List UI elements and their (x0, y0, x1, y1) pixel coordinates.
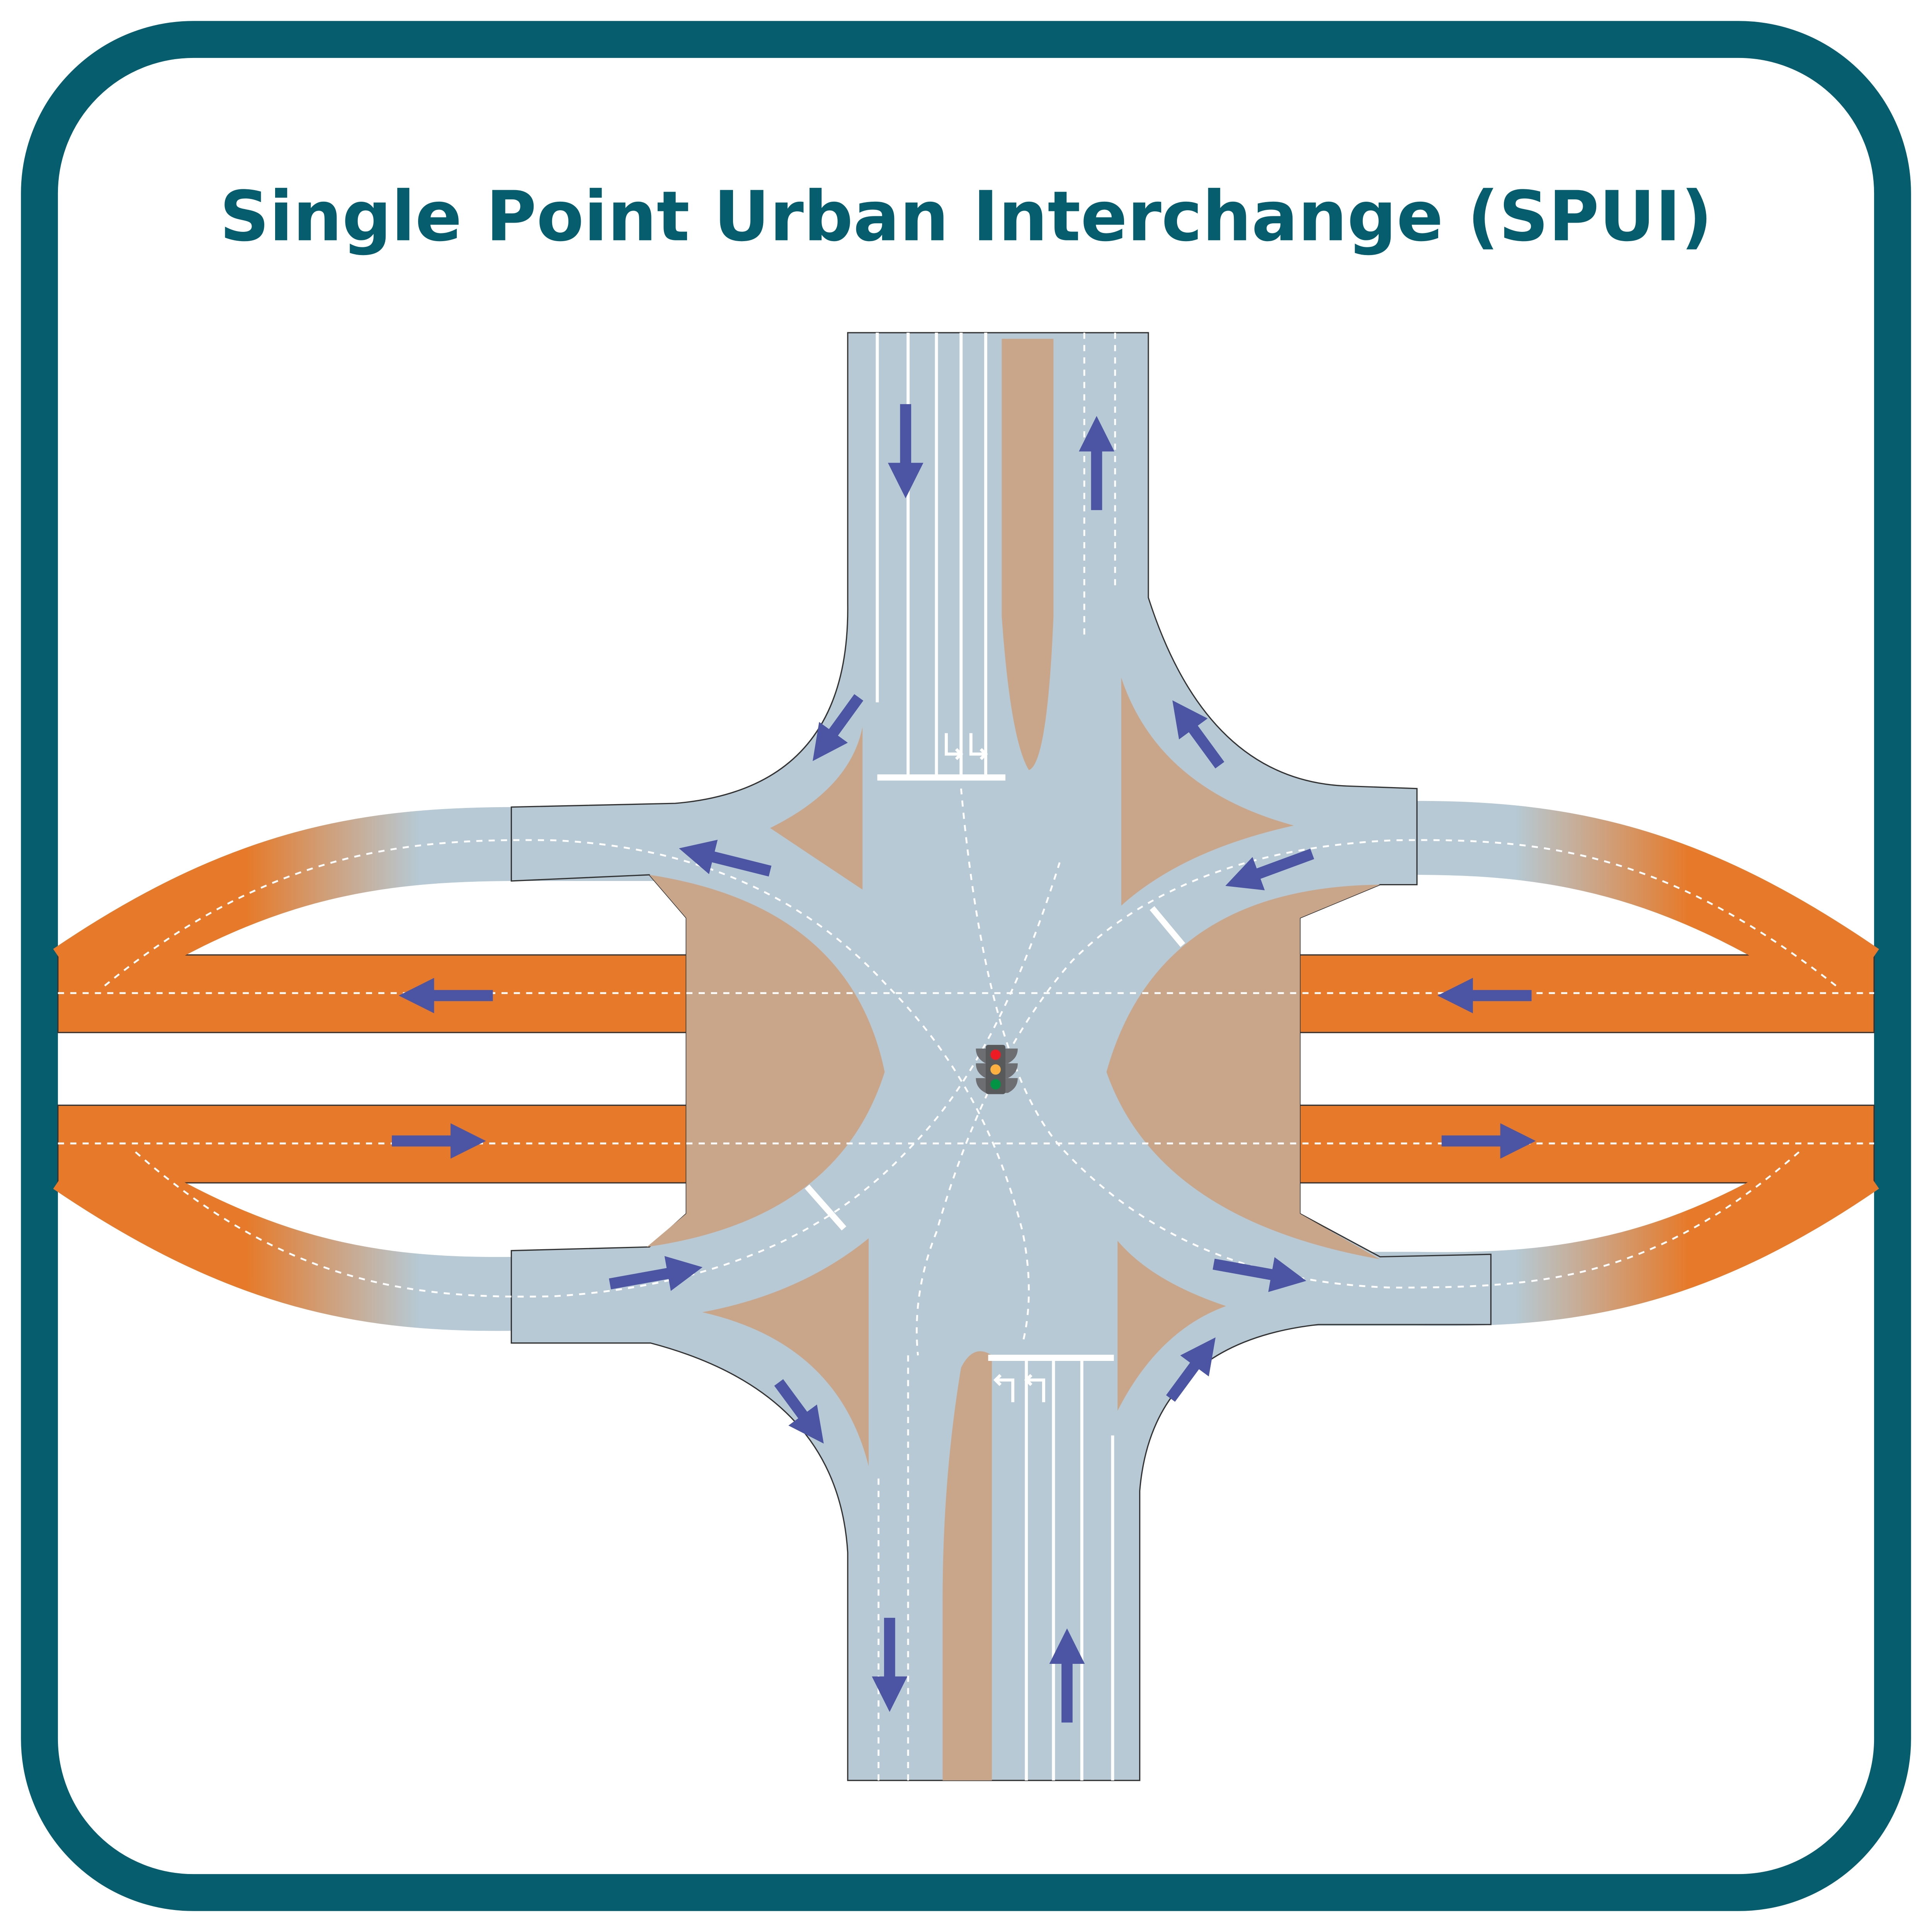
ramp-southwest (53, 1128, 690, 1331)
direction-arrow-icon (1225, 849, 1315, 890)
island-northeast (1121, 677, 1294, 906)
direction-arrow-icon (1213, 1257, 1306, 1292)
diagram-title: Single Point Urban Interchange (SPUI) (219, 177, 1712, 257)
direction-arrow-icon (609, 1256, 703, 1291)
direction-arrow-icon (774, 1379, 824, 1444)
ramp-northwest (53, 807, 690, 1010)
island-southeast (1117, 1241, 1226, 1411)
island-west (647, 875, 885, 1247)
direction-arrow-icon (679, 840, 772, 877)
pavement-markings (58, 332, 1874, 1781)
direction-arrow-icon (1166, 1337, 1216, 1402)
direction-arrows (392, 404, 1536, 1723)
traffic-light-icon (976, 1045, 1018, 1094)
island-east (1106, 884, 1380, 1259)
ramp-northeast (1244, 801, 1879, 1010)
stop-bar-west-ramp (804, 1184, 847, 1231)
direction-arrow-icon (1172, 700, 1225, 769)
median-north (1002, 338, 1054, 770)
stop-bar-east-ramp (1150, 906, 1185, 947)
direction-arrow-icon (813, 694, 864, 761)
signal-amber (990, 1064, 1001, 1075)
islands (647, 338, 1380, 1781)
left-turn-arrow-marking-icon (944, 733, 1045, 1402)
signal-green (990, 1079, 1001, 1090)
signal-red (990, 1049, 1001, 1060)
island-northwest (770, 727, 863, 890)
island-southwest (702, 1238, 869, 1466)
median-south (942, 1351, 992, 1781)
